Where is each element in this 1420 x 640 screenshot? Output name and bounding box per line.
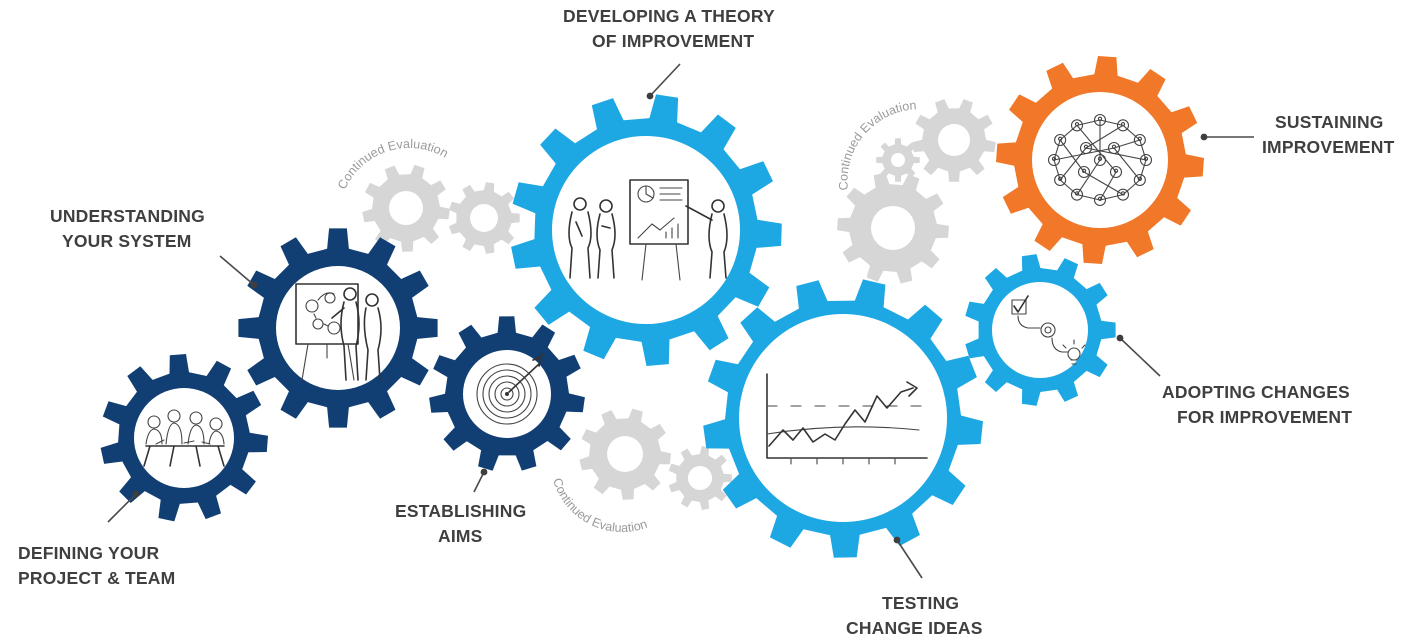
target-arrow-icon xyxy=(476,353,544,425)
presentation-icon xyxy=(568,179,728,281)
gear-testing-change-ideas xyxy=(703,279,983,558)
leader-line-defining xyxy=(107,493,137,523)
leader-dot-testing xyxy=(893,536,901,544)
grey-gear-2c xyxy=(876,138,920,182)
grey-gear-1b xyxy=(449,182,520,254)
leader-dot-understanding xyxy=(250,281,258,289)
label-developing-a-theory: DEVELOPING A THEORY OF IMPROVEMENT xyxy=(563,6,780,51)
grey-gear-3b xyxy=(668,446,732,510)
grey-gear-2b xyxy=(912,99,996,182)
leader-dot-developing xyxy=(646,92,654,100)
leader-line-adopting xyxy=(1119,337,1161,377)
network-icon xyxy=(1047,113,1153,207)
trend-chart-icon xyxy=(766,373,928,465)
label-defining-your-project-team: DEFINING YOUR PROJECT & TEAM xyxy=(18,543,175,588)
label-sustaining-improvement: SUSTAINING IMPROVEMENT xyxy=(1262,112,1395,157)
process-whiteboard-icon xyxy=(295,283,382,381)
gear-defining-project-team xyxy=(100,354,268,522)
label-understanding-your-system: UNDERSTANDING YOUR SYSTEM xyxy=(50,206,210,251)
leader-line-establishing xyxy=(473,471,485,493)
gears-layer xyxy=(100,56,1204,558)
leader-dot-adopting xyxy=(1116,334,1124,342)
gear-understanding-system xyxy=(238,228,438,428)
label-adopting-changes: ADOPTING CHANGES FOR IMPROVEMENT xyxy=(1162,382,1355,427)
leader-line-understanding xyxy=(219,255,255,286)
leader-dot-sustaining xyxy=(1200,133,1208,141)
checklist-flow-icon xyxy=(1011,295,1086,365)
leader-dot-defining xyxy=(132,490,140,498)
label-establishing-aims: ESTABLISHING AIMS xyxy=(395,501,531,546)
leader-line-developing xyxy=(649,63,681,97)
leader-line-testing xyxy=(896,539,923,579)
grey-gear-1a xyxy=(362,164,450,252)
leader-dot-establishing xyxy=(480,468,488,476)
labels-layer: DEFINING YOUR PROJECT & TEAM UNDERSTANDI… xyxy=(18,6,1395,638)
gear-adopting-changes xyxy=(965,254,1116,406)
label-testing-change-ideas: TESTING CHANGE IDEAS xyxy=(846,593,983,638)
team-meeting-icon xyxy=(143,409,225,467)
grey-gear-3a xyxy=(579,408,671,500)
grey-gear-2a xyxy=(837,172,949,284)
